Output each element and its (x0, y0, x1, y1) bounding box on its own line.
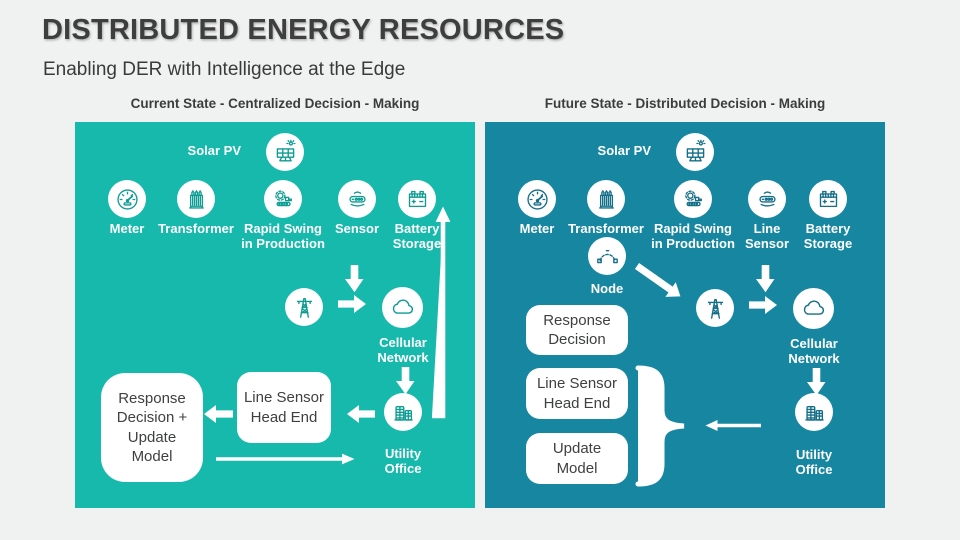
line-sensor-head-end-box: Line Sensor Head End (237, 372, 331, 443)
response-decision-box: Response Decision (526, 305, 628, 355)
meter-icon (114, 186, 141, 213)
response-decision-update-box: Response Decision + Update Model (101, 373, 203, 482)
cellular-network-label: Cellular Network (377, 335, 429, 366)
battery-node (398, 180, 436, 218)
solar-pv-node (676, 133, 714, 171)
arrow-right-response-to-utility (216, 453, 355, 465)
arrow-left-headend-to-response (204, 405, 233, 423)
line-sensor-head-end-box: Line Sensor Head End (526, 368, 628, 419)
production-label: Rapid Swing in Production (651, 221, 735, 252)
transformer-node (587, 180, 625, 218)
transformer-label: Transformer (568, 221, 644, 236)
page-title: DISTRIBUTED ENERGY RESOURCES (42, 14, 565, 46)
meter-node (518, 180, 556, 218)
line-sensor-node (748, 180, 786, 218)
arrow-right-tower-to-cloud (338, 295, 366, 313)
page-subtitle: Enabling DER with Intelligence at the Ed… (43, 59, 406, 80)
cloud-icon (799, 294, 828, 323)
utility-office-label: Utility Office (384, 446, 422, 477)
production-label: Rapid Swing in Production (241, 221, 325, 252)
right-panel-header: Future State - Distributed Decision - Ma… (544, 96, 826, 111)
arrow-down-cloud-to-utility (396, 367, 415, 395)
battery-label: Battery Storage (803, 221, 853, 252)
tower-node (285, 288, 323, 326)
update-model-box: Update Model (526, 433, 628, 484)
transformer-label: Transformer (158, 221, 234, 236)
future-state-panel: Solar PV Meter Transformer Rapid Swing i… (485, 122, 885, 508)
battery-label: Battery Storage (392, 221, 442, 252)
cellular-network-node (382, 287, 423, 328)
solar-pv-icon (682, 139, 709, 166)
arrow-left-utility-to-headend (347, 405, 375, 423)
sensor-icon (344, 186, 371, 213)
arrow-down-sensor (345, 265, 364, 293)
node-icon (594, 243, 621, 270)
line-sensor-label: Line Sensor (744, 221, 790, 252)
production-gear-icon (680, 186, 707, 213)
sensor-label: Sensor (334, 221, 380, 236)
transformer-icon (593, 186, 620, 213)
arrow-down-cloud-to-utility (807, 368, 826, 396)
production-gear-icon (270, 186, 297, 213)
transmission-tower-icon (702, 295, 729, 322)
node-label: Node (590, 281, 624, 296)
meter-icon (524, 186, 551, 213)
arrow-right-tower-to-cloud (749, 296, 777, 314)
cloud-icon (388, 293, 417, 322)
utility-office-icon (801, 399, 828, 426)
utility-office-label: Utility Office (795, 447, 833, 478)
battery-node (809, 180, 847, 218)
utility-office-node (795, 393, 833, 431)
node-node (588, 237, 626, 275)
production-node (674, 180, 712, 218)
solar-pv-label: Solar PV (187, 143, 241, 158)
meter-label: Meter (109, 221, 145, 236)
cellular-network-label: Cellular Network (788, 336, 840, 367)
meter-label: Meter (519, 221, 555, 236)
transformer-node (177, 180, 215, 218)
arrow-left-utility-to-brace (705, 420, 761, 431)
utility-office-node (384, 393, 422, 431)
elbow-arrow-utility-to-battery (432, 206, 451, 419)
sensor-icon (754, 186, 781, 213)
utility-office-icon (390, 399, 417, 426)
solar-pv-node (266, 133, 304, 171)
sensor-node (338, 180, 376, 218)
solar-pv-label: Solar PV (597, 143, 651, 158)
current-state-panel: Solar PV Meter Transformer Rapid Swing i… (75, 122, 475, 508)
tower-node (696, 289, 734, 327)
transformer-icon (183, 186, 210, 213)
arrow-diagonal-node-to-tower (635, 263, 681, 297)
curly-brace (635, 365, 685, 487)
cellular-network-node (793, 288, 834, 329)
left-panel-header: Current State - Centralized Decision - M… (130, 96, 420, 111)
transmission-tower-icon (291, 294, 318, 321)
battery-icon (815, 186, 842, 213)
meter-node (108, 180, 146, 218)
solar-pv-icon (272, 139, 299, 166)
production-node (264, 180, 302, 218)
arrow-down-line-sensor (756, 265, 775, 293)
